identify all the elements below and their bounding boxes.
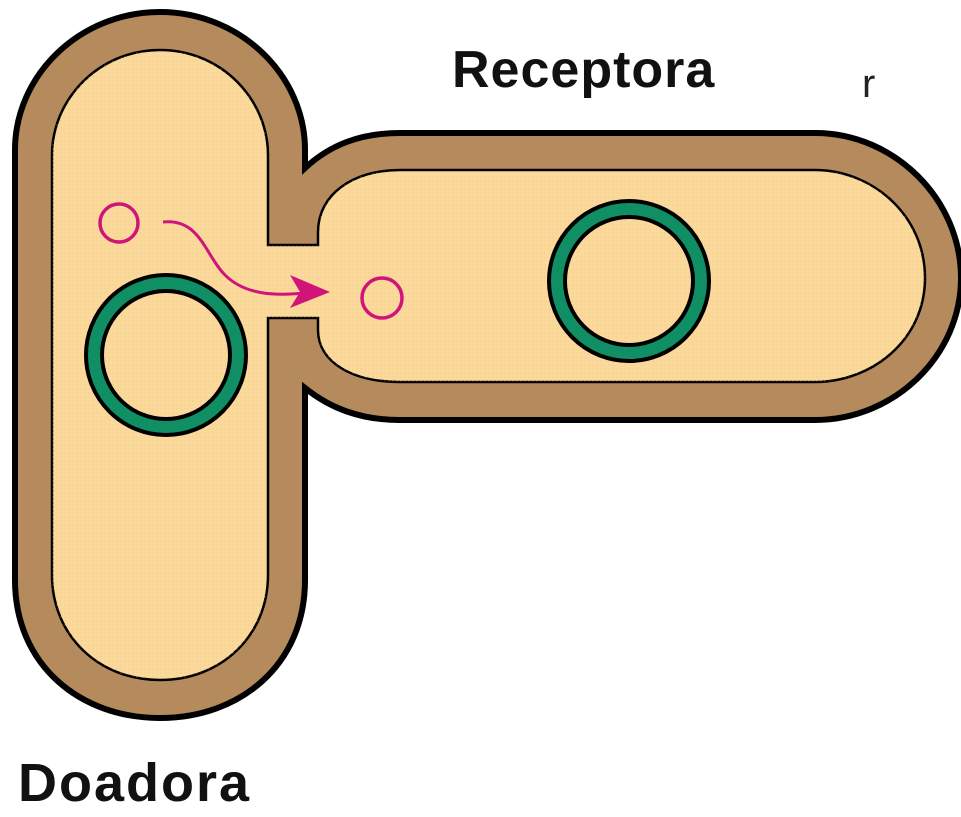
- recipient-label: Receptora: [452, 40, 715, 100]
- donor-label: Doadora: [18, 752, 251, 814]
- cropped-text-fragment: r: [862, 62, 875, 107]
